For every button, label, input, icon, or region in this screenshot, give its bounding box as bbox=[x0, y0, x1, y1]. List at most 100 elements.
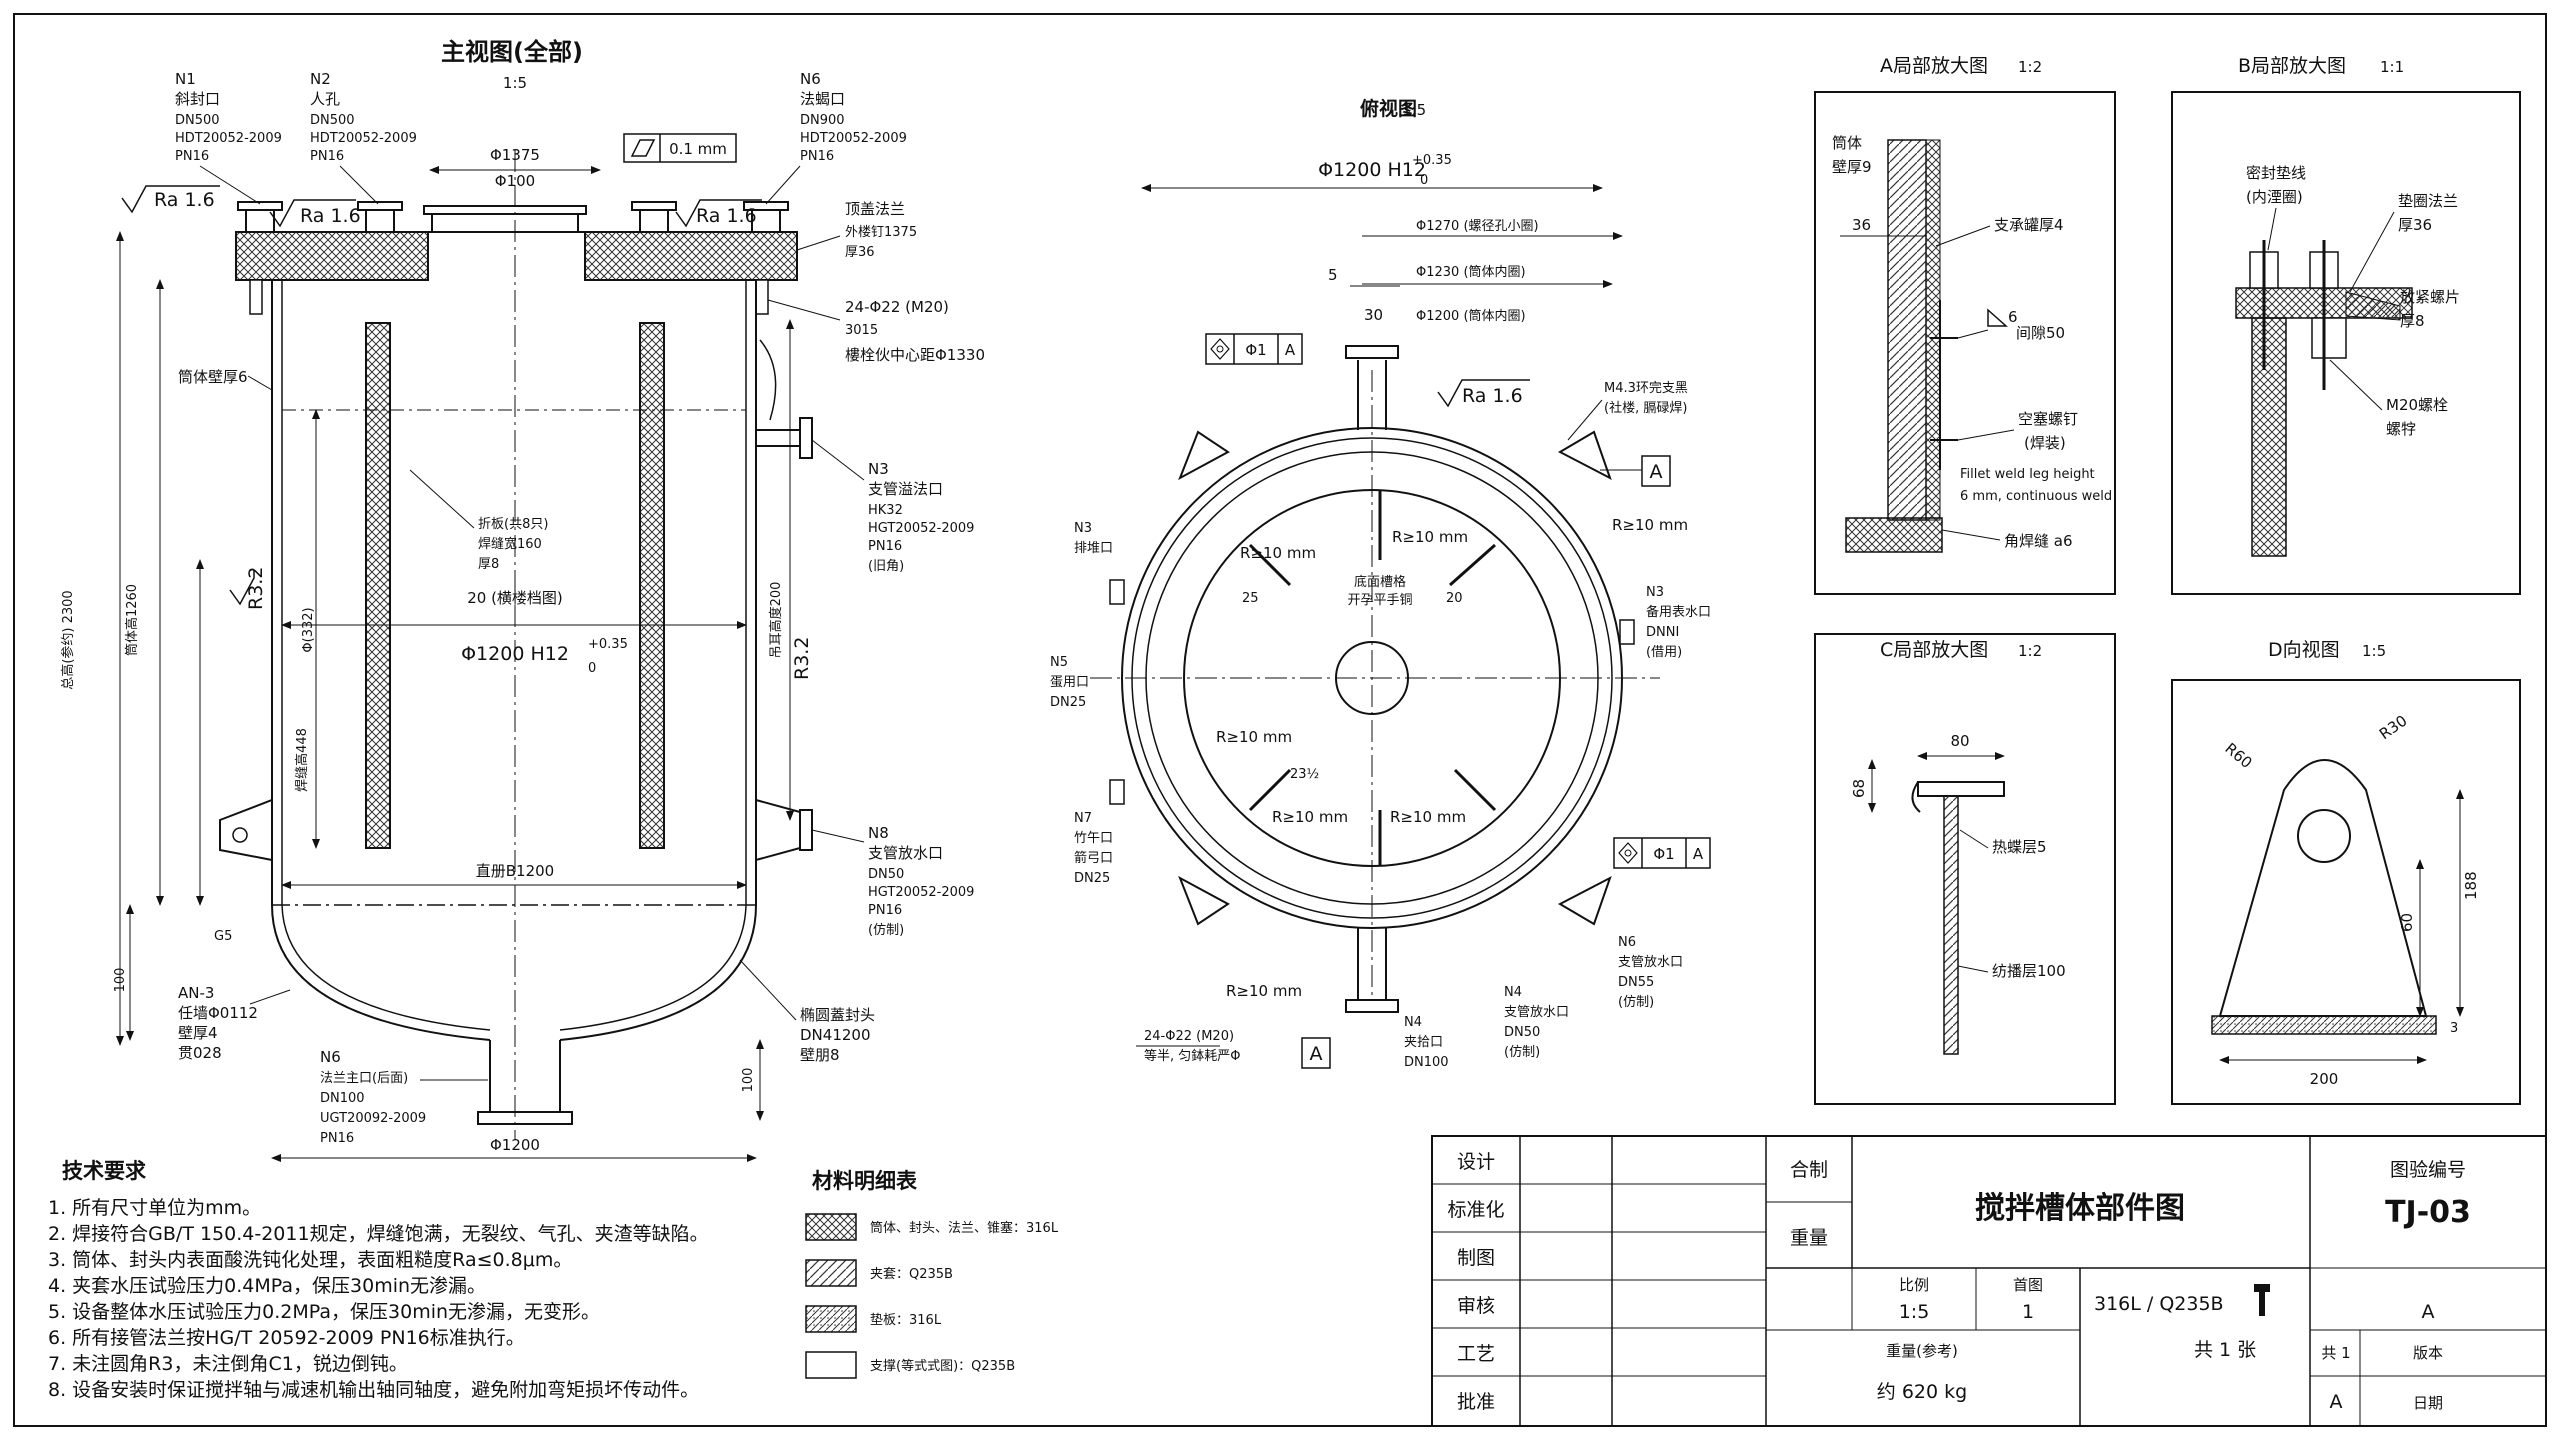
dim-30: 30 bbox=[1364, 306, 1383, 324]
ra-left: Ra 1.6 bbox=[154, 189, 215, 211]
n1-id: N1 bbox=[175, 70, 196, 88]
top-tol-plus: +0.35 bbox=[1412, 153, 1452, 168]
detail-d: D向视图 1:5 200 188 60 3 R60 R30 bbox=[2171, 639, 2521, 1105]
n8-dn: DN50 bbox=[868, 867, 904, 882]
n4a-name: 支管放水口 bbox=[1504, 1005, 1569, 1020]
head-t: 壁朋8 bbox=[800, 1046, 840, 1064]
tol-frame-a bbox=[1205, 333, 1303, 365]
dd-60: 60 bbox=[2398, 913, 2416, 932]
n8-pn: PN16 bbox=[868, 903, 902, 918]
baffle-left bbox=[365, 322, 391, 849]
tech-item-3: 3. 筒体、封头内表面酸洗钝化处理，表面粗糙度Ra≤0.8μm。 bbox=[48, 1249, 572, 1271]
n4a-note: (仿制) bbox=[1504, 1045, 1540, 1060]
bolts-label-2: 3015 bbox=[845, 323, 878, 338]
n3-note: (旧角) bbox=[868, 559, 904, 574]
material-swatch-1 bbox=[805, 1213, 857, 1241]
center-label: 底面槽格 bbox=[1354, 574, 1406, 590]
n3r-note: (借用) bbox=[1646, 645, 1682, 660]
label-25: 25 bbox=[1242, 591, 1259, 606]
tb-rev: A bbox=[2422, 1301, 2435, 1323]
db-flange: 垫圈法兰 bbox=[2398, 192, 2458, 210]
bottom-nozzle bbox=[1345, 999, 1399, 1013]
dim-shell-height: 筒体高1260 bbox=[124, 584, 140, 656]
tv-bolts-2: 等半, 匀鉢耗严Φ bbox=[1144, 1048, 1241, 1064]
detail-c: C局部放大图 1:2 80 68 热蝶层5 纺播层100 bbox=[1814, 633, 2116, 1105]
tb-first-label: 首图 bbox=[2013, 1276, 2043, 1294]
bolts-label: 24-Φ22 (M20) bbox=[845, 298, 949, 316]
n3-pn: PN16 bbox=[868, 539, 902, 554]
dc-layer5: 热蝶层5 bbox=[1992, 838, 2047, 856]
callout-n6-bottom: N6 法兰主口(后面) DN100 UGT20092-2009 PN16 bbox=[320, 1048, 488, 1146]
n8-id: N8 bbox=[868, 824, 889, 842]
tv-n6-dn: DN55 bbox=[1618, 975, 1654, 990]
dim-5: 5 bbox=[1328, 266, 1338, 284]
n6top-std: HDT20052-2009 bbox=[800, 131, 907, 146]
tb-weight-ref: 约 620 kg bbox=[1877, 1381, 1967, 1403]
tb-row-5: 工艺 bbox=[1457, 1343, 1495, 1365]
lug-left bbox=[219, 798, 273, 862]
n4b-id: N4 bbox=[1404, 1015, 1422, 1030]
n3l-id: N3 bbox=[1074, 521, 1092, 536]
n5-id: N5 bbox=[1050, 655, 1068, 670]
tol-b-value: Φ1 bbox=[1653, 845, 1674, 863]
shell-left-outer bbox=[271, 280, 491, 1041]
n8-note: (仿制) bbox=[868, 923, 904, 938]
dim-main-dia: Φ1200 H12 bbox=[461, 643, 569, 665]
tb-made: 合制 bbox=[1790, 1159, 1828, 1181]
bottom-outlet-flange bbox=[477, 1111, 573, 1125]
da-fillet2: 6 mm, continuous weld bbox=[1960, 489, 2112, 504]
r32-right: R3.2 bbox=[791, 637, 813, 680]
ra-mid: Ra 1.6 bbox=[300, 205, 361, 227]
n6top-dn: DN900 bbox=[800, 113, 845, 128]
material-4: 支撑(等式式图)：Q235B bbox=[870, 1358, 1015, 1374]
detail-a-scale: 1:2 bbox=[2018, 58, 2042, 76]
tech-title: 技术要求 bbox=[62, 1159, 146, 1183]
marker-a2: A bbox=[1310, 1043, 1323, 1065]
n1-pn: PN16 bbox=[175, 149, 209, 164]
an3-h: 贯028 bbox=[178, 1044, 222, 1062]
tb-drawing-no-label: 图验编号 bbox=[2390, 1159, 2466, 1181]
detail-a: A局部放大图 1:2 筒体 壁厚9 36 支承罐厚4 6 间隙50 空塞螺钉 (… bbox=[1814, 55, 2116, 595]
n2-std: HDT20052-2009 bbox=[310, 131, 417, 146]
n4b-name: 夹拾口 bbox=[1404, 1035, 1443, 1050]
tol-a-value: Φ1 bbox=[1245, 341, 1266, 359]
n6top-id: N6 bbox=[800, 70, 821, 88]
marker-a2-box bbox=[1301, 1037, 1331, 1069]
shell-wall-label: 筒体壁厚6 bbox=[178, 368, 248, 386]
tb-title: 搅拌槽体部件图 bbox=[1975, 1191, 2185, 1226]
tb-version-label: 版本 bbox=[2413, 1344, 2443, 1362]
material-swatch-3 bbox=[805, 1305, 857, 1333]
callout-n6-top: N6 法蝎口 DN900 HDT20052-2009 PN16 bbox=[765, 70, 907, 205]
head-label: 椭圆蓋封头 bbox=[800, 1006, 875, 1024]
tb-total: 共 1 bbox=[2321, 1344, 2350, 1362]
da-screw: 空塞螺钉 bbox=[2018, 410, 2078, 428]
dd-r30: R30 bbox=[2376, 712, 2411, 744]
n7-name2: 箭弓口 bbox=[1074, 850, 1113, 866]
detail-c-scale: 1:2 bbox=[2018, 642, 2042, 660]
tb-scale-label: 比例 bbox=[1899, 1276, 1929, 1294]
marker-a-box bbox=[1641, 455, 1671, 487]
tb-row-6: 批准 bbox=[1457, 1391, 1495, 1413]
tb-row-2: 标准化 bbox=[1447, 1199, 1504, 1221]
tb-scale: 1:5 bbox=[1899, 1301, 1930, 1323]
baffle-right bbox=[639, 322, 665, 849]
n3r-id: N3 bbox=[1646, 585, 1664, 600]
n6bot-id: N6 bbox=[320, 1048, 341, 1066]
da-support: 支承罐厚4 bbox=[1994, 216, 2064, 234]
n7-dn: DN25 bbox=[1074, 871, 1110, 886]
callout-baffle: 折板(共8只) 焊缝宽160 厚8 bbox=[409, 469, 548, 572]
main-view: 主视图(全部) 1:5 bbox=[60, 38, 985, 1162]
label-g5: G5 bbox=[214, 929, 232, 944]
material-2: 夹套：Q235B bbox=[870, 1266, 953, 1282]
callout-n3-right: N3 备用表水口 DNNI (借用) bbox=[1646, 585, 1711, 660]
detail-d-title: D向视图 bbox=[2268, 639, 2340, 661]
nozzle-n2 bbox=[365, 207, 395, 233]
tol-a-datum: A bbox=[1285, 341, 1296, 359]
r10-c: R≥10 mm bbox=[1612, 516, 1688, 534]
da-gap: 间隙50 bbox=[2016, 324, 2065, 342]
dim-200: 吊耳高度200 bbox=[768, 582, 784, 659]
tech-item-8: 8. 设备安装时保证搅拌轴与减速机输出轴同轴度，避免附加弯矩损坏传动件。 bbox=[48, 1379, 699, 1401]
material-swatch-4 bbox=[805, 1351, 857, 1379]
n4b-dn: DN100 bbox=[1404, 1055, 1449, 1070]
marker-a: A bbox=[1650, 461, 1663, 483]
